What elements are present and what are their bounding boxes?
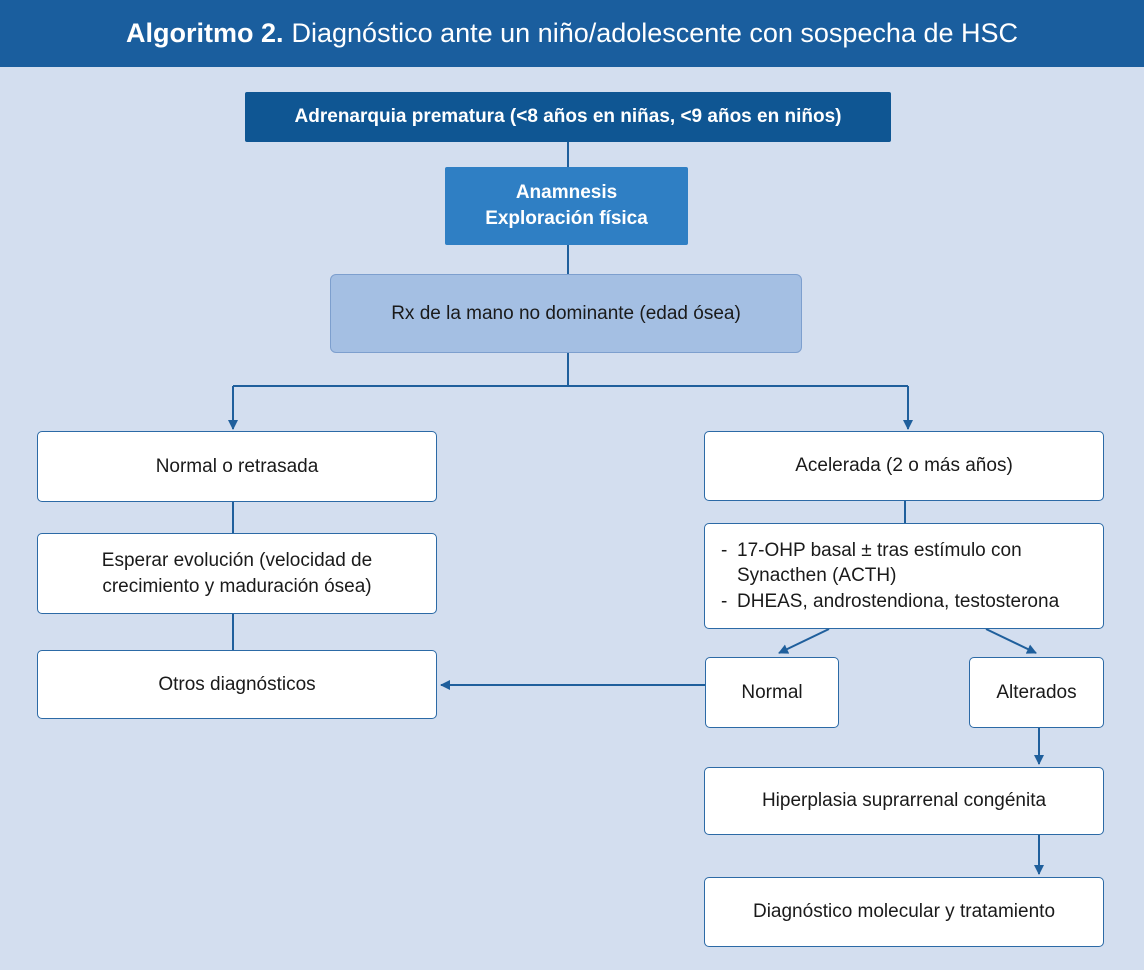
node-otros-text: Otros diagnósticos — [158, 673, 316, 695]
node-otros: Otros diagnósticos — [37, 650, 437, 719]
title-text: Diagnóstico ante un niño/adolescente con… — [291, 18, 1018, 48]
node-alterados-text: Alterados — [996, 681, 1077, 703]
node-adrenarquia-text: Adrenarquia prematura (<8 años en niñas,… — [294, 106, 842, 128]
node-acelerada-text: Acelerada (2 o más años) — [795, 455, 1013, 477]
node-anamnesis-line-1: Anamnesis — [515, 182, 618, 204]
node-pruebas: - 17-OHP basal ± tras estímulo con Synac… — [704, 523, 1104, 629]
node-rx-text: Rx de la mano no dominante (edad ósea) — [391, 302, 741, 324]
node-pruebas-item-2: - DHEAS, androstendiona, testosterona — [721, 589, 1059, 615]
list-dash: - — [721, 539, 728, 561]
node-pruebas-item-1-line-2: Synacthen (ACTH) — [737, 565, 897, 587]
node-anamnesis: Anamnesis Exploración física — [445, 167, 688, 245]
node-normal-text: Normal — [741, 681, 803, 703]
node-alterados: Alterados — [969, 657, 1104, 728]
diagram-title: Algoritmo 2. Diagnóstico ante un niño/ad… — [0, 0, 1144, 67]
list-dash: - — [721, 590, 728, 612]
node-normal-retrasada: Normal o retrasada — [37, 431, 437, 502]
edge-pruebas-normal — [778, 628, 830, 654]
node-esperar-line-2: crecimiento y maduración ósea) — [102, 575, 372, 597]
node-adrenarquia: Adrenarquia prematura (<8 años en niñas,… — [245, 92, 891, 142]
node-molecular-text: Diagnóstico molecular y tratamiento — [752, 901, 1056, 923]
node-acelerada: Acelerada (2 o más años) — [704, 431, 1104, 501]
node-pruebas-item-2-line-1: DHEAS, androstendiona, testosterona — [737, 590, 1060, 612]
node-normal: Normal — [705, 657, 839, 728]
node-normal-retrasada-text: Normal o retrasada — [155, 455, 319, 477]
node-molecular: Diagnóstico molecular y tratamiento — [704, 877, 1104, 947]
node-pruebas-list: - 17-OHP basal ± tras estímulo con Synac… — [721, 538, 1059, 615]
title-label: Algoritmo 2. — [126, 18, 284, 48]
node-pruebas-item-1-line-1: 17-OHP basal ± tras estímulo con — [737, 539, 1022, 561]
edge-pruebas-alterados — [985, 628, 1037, 654]
node-esperar: Esperar evolución (velocidad de crecimie… — [37, 533, 437, 614]
node-esperar-line-1: Esperar evolución (velocidad de — [101, 549, 373, 571]
node-hiperplasia: Hiperplasia suprarrenal congénita — [704, 767, 1104, 835]
node-rx: Rx de la mano no dominante (edad ósea) — [330, 274, 802, 353]
node-hiperplasia-text: Hiperplasia suprarrenal congénita — [761, 790, 1047, 812]
node-pruebas-item-1: - 17-OHP basal ± tras estímulo con Synac… — [721, 538, 1059, 589]
node-anamnesis-line-2: Exploración física — [485, 208, 648, 229]
